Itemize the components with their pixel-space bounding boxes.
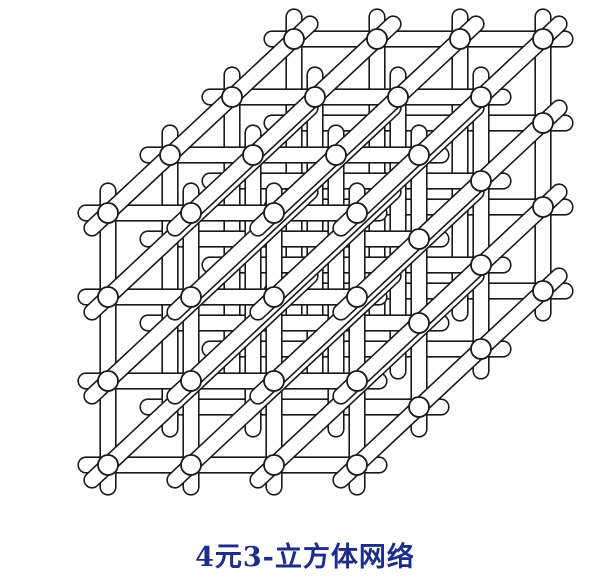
lattice-node	[346, 202, 368, 224]
lattice-node	[180, 454, 202, 476]
lattice-node	[304, 86, 326, 108]
depth-rod-core	[250, 16, 484, 236]
lattice-node	[408, 228, 430, 250]
lattice-node	[180, 370, 202, 392]
lattice-rods	[77, 8, 574, 496]
lattice-node	[97, 370, 119, 392]
lattice-node	[449, 28, 471, 50]
lattice-node	[263, 202, 285, 224]
depth-rod-core	[333, 100, 567, 320]
lattice-node	[263, 370, 285, 392]
lattice-node	[180, 286, 202, 308]
depth-rod-core	[167, 16, 401, 236]
lattice-node	[387, 86, 409, 108]
lattice-node	[263, 286, 285, 308]
lattice-node	[283, 28, 305, 50]
lattice-node	[532, 280, 554, 302]
lattice-node	[97, 202, 119, 224]
lattice-node	[97, 286, 119, 308]
lattice-node	[408, 396, 430, 418]
lattice-node	[346, 286, 368, 308]
lattice-node	[470, 170, 492, 192]
figure-caption: 4元3-立方体网络	[195, 542, 415, 573]
lattice-node	[346, 370, 368, 392]
lattice-nodes	[97, 28, 554, 476]
lattice-node	[532, 28, 554, 50]
lattice-node	[325, 144, 347, 166]
lattice-node	[470, 254, 492, 276]
lattice-node	[470, 338, 492, 360]
lattice-node	[408, 312, 430, 334]
lattice-node	[532, 112, 554, 134]
lattice-node	[470, 86, 492, 108]
lattice-node	[263, 454, 285, 476]
lattice-node	[180, 202, 202, 224]
lattice-node	[221, 86, 243, 108]
depth-rod-core	[333, 268, 567, 488]
lattice-node	[159, 144, 181, 166]
lattice-node	[408, 144, 430, 166]
depth-rod-core	[84, 16, 318, 236]
lattice-node	[97, 454, 119, 476]
lattice-node	[242, 144, 264, 166]
lattice-node	[366, 28, 388, 50]
cube-lattice-diagram	[77, 8, 574, 496]
lattice-node	[346, 454, 368, 476]
depth-rod-core	[333, 184, 567, 404]
depth-rod-core	[333, 16, 567, 236]
lattice-node	[532, 196, 554, 218]
